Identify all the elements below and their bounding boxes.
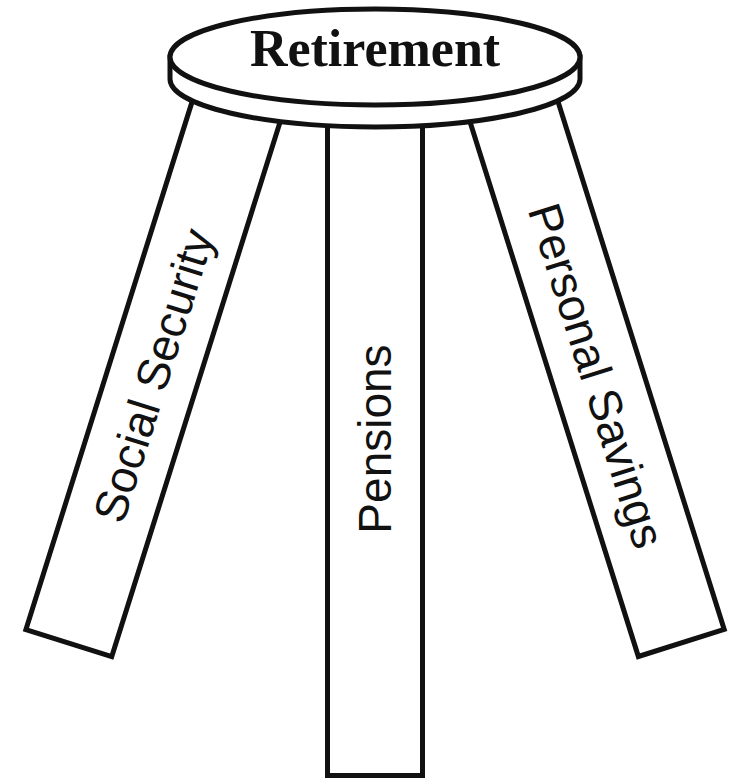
stool-leg: Pensions [325,100,425,778]
stool-seat: Retirement [165,4,585,139]
seat-label: Retirement [250,23,500,75]
stool-leg: Personal Savings [467,91,728,660]
leg-label: Pensions [352,344,398,533]
stool-leg: Social Security [23,91,284,660]
leg-label: Personal Savings [521,197,672,552]
seat-top [170,9,580,105]
leg-label: Social Security [85,223,220,527]
